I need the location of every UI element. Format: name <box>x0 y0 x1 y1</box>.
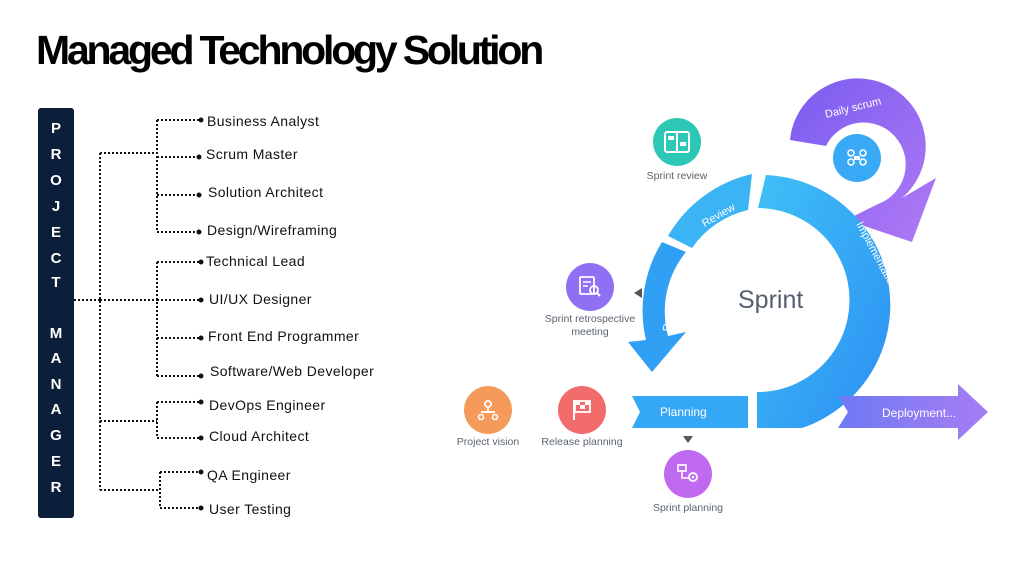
pm-letter: R <box>50 479 62 496</box>
daily-scrum-team-icon <box>833 134 881 182</box>
sprint-center-label: Sprint <box>738 286 804 314</box>
pm-letter: C <box>50 250 62 267</box>
role-software-web-developer: Software/Web Developer <box>210 363 375 379</box>
sprint-retrospective-icon <box>566 263 614 311</box>
role-technical-lead: Technical Lead <box>206 253 305 269</box>
role-devops-engineer: DevOps Engineer <box>209 397 326 413</box>
page-title: Managed Technology Solution <box>36 27 544 73</box>
project-vision-caption: Project vision <box>456 436 520 448</box>
pm-letter: A <box>50 401 62 418</box>
project-vision-icon <box>464 386 512 434</box>
release-planning-caption: Release planning <box>541 436 623 448</box>
pm-letter: O <box>50 172 62 189</box>
deployment-label: Deployment... <box>882 406 957 420</box>
planning-label: Planning <box>660 405 707 419</box>
role-cloud-architect: Cloud Architect <box>209 428 310 444</box>
ring-retrospect <box>628 242 686 372</box>
deployment-arrow <box>838 384 988 440</box>
role-business-analyst: Business Analyst <box>207 113 320 129</box>
role-user-testing: User Testing <box>209 501 292 517</box>
pm-letter: T <box>51 274 61 291</box>
pm-letter: M <box>49 325 63 342</box>
sprint-retrospective-caption-1: Sprint retrospective <box>544 313 636 325</box>
sprint-review-caption: Sprint review <box>646 170 708 182</box>
role-scrum-master: Scrum Master <box>206 146 298 162</box>
project-manager-bar: P R O J E C T M A N A G E R <box>38 108 74 518</box>
role-solution-architect: Solution Architect <box>208 184 324 200</box>
pm-letter: R <box>50 146 62 163</box>
pointer-down <box>683 436 693 443</box>
pm-letter: N <box>50 376 62 393</box>
daily-scrum-loop <box>790 78 936 242</box>
role-design-wireframing: Design/Wireframing <box>207 222 338 238</box>
pm-letter: J <box>51 198 61 215</box>
role-qa-engineer: QA Engineer <box>207 467 291 483</box>
pm-letter: A <box>50 350 62 367</box>
sprint-retrospective-caption-2: meeting <box>571 326 609 338</box>
pm-letter: G <box>50 427 62 444</box>
sprint-review-icon <box>653 118 701 166</box>
sprint-planning-caption: Sprint planning <box>652 502 724 514</box>
ring-implementation <box>757 175 891 428</box>
release-planning-icon <box>558 386 606 434</box>
pm-letter: P <box>50 120 61 137</box>
ring-review <box>668 174 752 248</box>
planning-band <box>632 396 748 428</box>
role-ui-ux-designer: UI/UX Designer <box>209 291 312 307</box>
sprint-planning-icon <box>664 450 712 498</box>
pm-letter: E <box>50 453 61 470</box>
pointer-left <box>634 288 642 298</box>
pm-letter: E <box>50 224 61 241</box>
role-front-end-programmer: Front End Programmer <box>208 328 360 344</box>
